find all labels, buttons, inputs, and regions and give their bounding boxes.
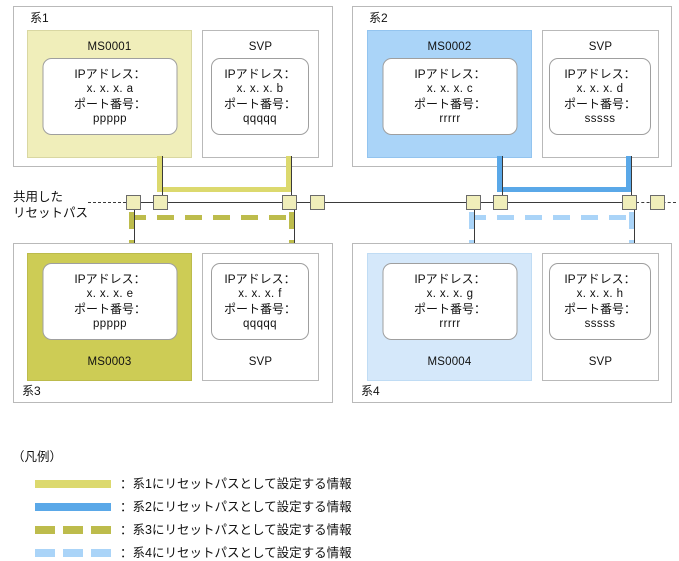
legend-label-sys4: ：系4にリセットパスとして設定する情報	[120, 546, 352, 560]
path-sys3-vertical-ms	[129, 212, 134, 254]
system-label-sys1: 系1	[30, 11, 49, 25]
port-label-svp2: ポート番号：	[563, 96, 636, 111]
system-label-sys2: 系2	[369, 11, 388, 25]
node-title-svp4: SVP	[588, 355, 613, 368]
path-sys2-vertical-svp	[626, 156, 631, 192]
port-label-svp3: ポート番号：	[223, 301, 296, 316]
port-value-svp2: sssss	[584, 112, 616, 125]
ip-label-svp2: IPアドレス：	[564, 66, 636, 81]
node-title-svp2: SVP	[588, 41, 613, 53]
bus-dash-left	[88, 202, 126, 203]
path-sys2-vertical-ms	[497, 156, 502, 192]
port-value-svp4: sssss	[584, 317, 616, 330]
ip-value-svp2: x. x. x. d	[576, 82, 624, 95]
port-value-ms0003: ppppp	[93, 317, 127, 330]
path-sys3-vertical-svp	[289, 212, 294, 254]
port-value-svp1: qqqqq	[243, 112, 277, 125]
legend-swatch-sys3	[35, 526, 111, 534]
ip-value-ms0002: x. x. x. c	[426, 82, 474, 95]
node-title-ms0001: MS0001	[87, 41, 132, 53]
ip-value-ms0004: x. x. x. g	[426, 287, 474, 300]
info-card-svp1: IPアドレス： x. x. x. b ポート番号： qqqqq	[211, 58, 309, 135]
ip-value-ms0003: x. x. x. e	[86, 287, 134, 300]
path-sys3-horizontal	[129, 215, 294, 220]
port-label-svp1: ポート番号：	[223, 96, 296, 111]
bus-connector-3[interactable]	[282, 195, 297, 210]
bus-line	[126, 202, 636, 203]
bus-caption: 共用した リセットパス	[13, 189, 88, 221]
path-sys1-vertical-svp	[286, 156, 291, 192]
port-label-ms0004: ポート番号：	[413, 301, 486, 316]
ip-label-svp1: IPアドレス：	[224, 66, 296, 81]
stub-sys2-ms	[502, 156, 503, 202]
stub-sys3-svp	[294, 210, 295, 258]
info-card-ms0004: IPアドレス： x. x. x. g ポート番号： rrrrr	[382, 263, 518, 340]
stub-sys1-ms	[162, 156, 163, 202]
bus-connector-6[interactable]	[493, 195, 508, 210]
system-label-sys3: 系3	[22, 384, 41, 398]
port-value-ms0004: rrrrr	[439, 317, 461, 330]
legend-swatch-sys4	[35, 549, 111, 557]
node-title-svp1: SVP	[248, 41, 273, 53]
ip-label-ms0001: IPアドレス：	[74, 66, 146, 81]
stub-sys2-svp	[631, 156, 632, 202]
port-label-svp4: ポート番号：	[563, 301, 636, 316]
bus-connector-1[interactable]	[126, 195, 141, 210]
bus-caption-line2: リセットパス	[13, 206, 89, 220]
node-title-ms0004: MS0004	[427, 355, 472, 368]
legend-label-sys1: ：系1にリセットパスとして設定する情報	[120, 477, 352, 491]
bus-caption-line1: 共用した	[13, 190, 64, 204]
legend-row-sys1: ：系1にリセットパスとして設定する情報	[35, 477, 352, 491]
path-sys1-horizontal	[157, 187, 291, 192]
node-title-svp3: SVP	[248, 355, 273, 368]
legend-row-sys3: ：系3にリセットパスとして設定する情報	[35, 523, 352, 537]
ip-label-svp4: IPアドレス：	[564, 271, 636, 286]
legend-row-sys4: ：系4にリセットパスとして設定する情報	[35, 546, 352, 560]
path-sys4-horizontal	[469, 215, 634, 220]
path-sys2-horizontal	[497, 187, 631, 192]
ip-label-svp3: IPアドレス：	[224, 271, 296, 286]
legend-label-sys3: ：系3にリセットパスとして設定する情報	[120, 523, 352, 537]
legend-label-sys2: ：系2にリセットパスとして設定する情報	[120, 500, 352, 514]
path-sys4-vertical-svp	[629, 212, 634, 254]
stub-sys1-svp	[291, 156, 292, 202]
port-value-ms0002: rrrrr	[439, 112, 461, 125]
bus-connector-4[interactable]	[310, 195, 325, 210]
stub-sys4-svp	[634, 210, 635, 258]
ip-value-ms0001: x. x. x. a	[86, 82, 134, 95]
legend-swatch-sys2	[35, 503, 111, 511]
ip-value-svp4: x. x. x. h	[576, 287, 624, 300]
stub-sys4-ms	[474, 210, 475, 258]
port-label-ms0001: ポート番号：	[73, 96, 146, 111]
info-card-ms0003: IPアドレス： x. x. x. e ポート番号： ppppp	[42, 263, 178, 340]
node-title-ms0003: MS0003	[87, 355, 132, 368]
ip-value-svp3: x. x. x. f	[238, 287, 282, 300]
system-label-sys4: 系4	[361, 384, 380, 398]
info-card-ms0001: IPアドレス： x. x. x. a ポート番号： ppppp	[42, 58, 178, 135]
bus-connector-7[interactable]	[622, 195, 637, 210]
bus-connector-5[interactable]	[466, 195, 481, 210]
info-card-svp4: IPアドレス： x. x. x. h ポート番号： sssss	[549, 263, 651, 340]
info-card-svp2: IPアドレス： x. x. x. d ポート番号： sssss	[549, 58, 651, 135]
bus-connector-8[interactable]	[650, 195, 665, 210]
legend-row-sys2: ：系2にリセットパスとして設定する情報	[35, 500, 352, 514]
info-card-svp3: IPアドレス： x. x. x. f ポート番号： qqqqq	[211, 263, 309, 340]
port-label-ms0002: ポート番号：	[413, 96, 486, 111]
ip-label-ms0003: IPアドレス：	[74, 271, 146, 286]
path-sys1-vertical-ms	[157, 156, 162, 192]
legend-swatch-sys1	[35, 480, 111, 488]
ip-value-svp1: x. x. x. b	[236, 82, 284, 95]
port-value-ms0001: ppppp	[93, 112, 127, 125]
port-label-ms0003: ポート番号：	[73, 301, 146, 316]
stub-sys3-ms	[134, 210, 135, 258]
info-card-ms0002: IPアドレス： x. x. x. c ポート番号： rrrrr	[382, 58, 518, 135]
bus-connector-2[interactable]	[153, 195, 168, 210]
legend-title: （凡例）	[12, 450, 63, 464]
ip-label-ms0002: IPアドレス：	[414, 66, 486, 81]
port-value-svp3: qqqqq	[243, 317, 277, 330]
ip-label-ms0004: IPアドレス：	[414, 271, 486, 286]
path-sys4-vertical-ms	[469, 212, 474, 254]
node-title-ms0002: MS0002	[427, 41, 472, 53]
